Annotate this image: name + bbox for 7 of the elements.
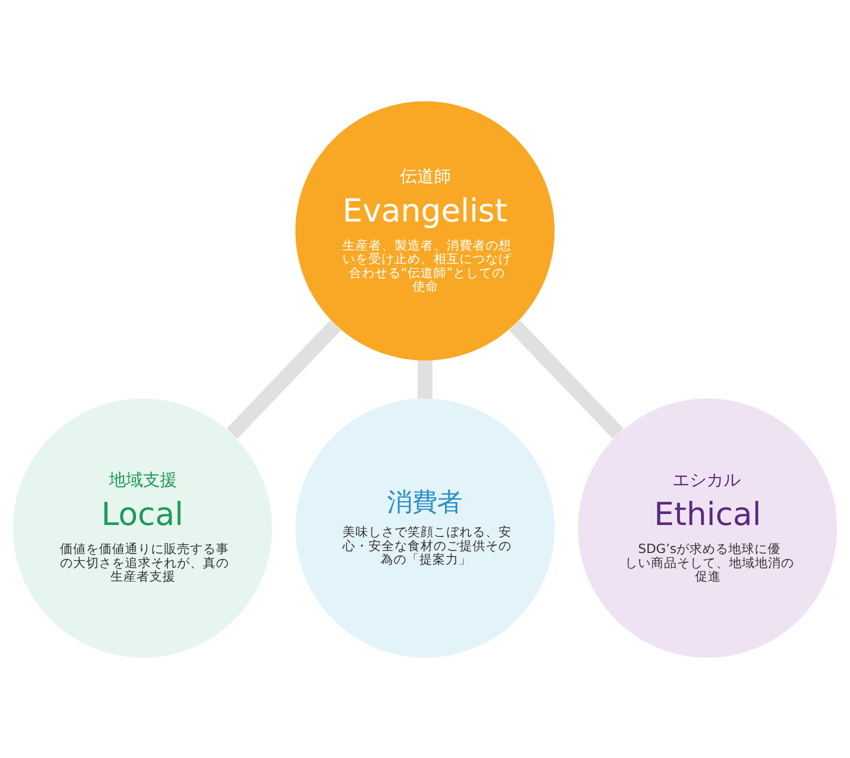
- node-circle: エシカル Ethical SDG’sが求める地球に優しい商品そして、地域地消の促進: [578, 398, 838, 658]
- node-circle: 地域支援 Local 価値を価値通りに販売する事の大切さを追求それが、真の生産者支援: [12, 398, 272, 658]
- connector: [226, 320, 341, 438]
- connector: [509, 320, 624, 438]
- node-circle: 消費者 美味しさで笑顔こぼれる、安心・安全な食材のご提供その為の「提案力」: [295, 398, 555, 658]
- node-circle: 伝道師 Evangelist 生産者、製造者、消費者の想いを受け止め、相互につなげ合わせる“伝道師”としての使命: [295, 100, 555, 360]
- connector: [418, 360, 432, 398]
